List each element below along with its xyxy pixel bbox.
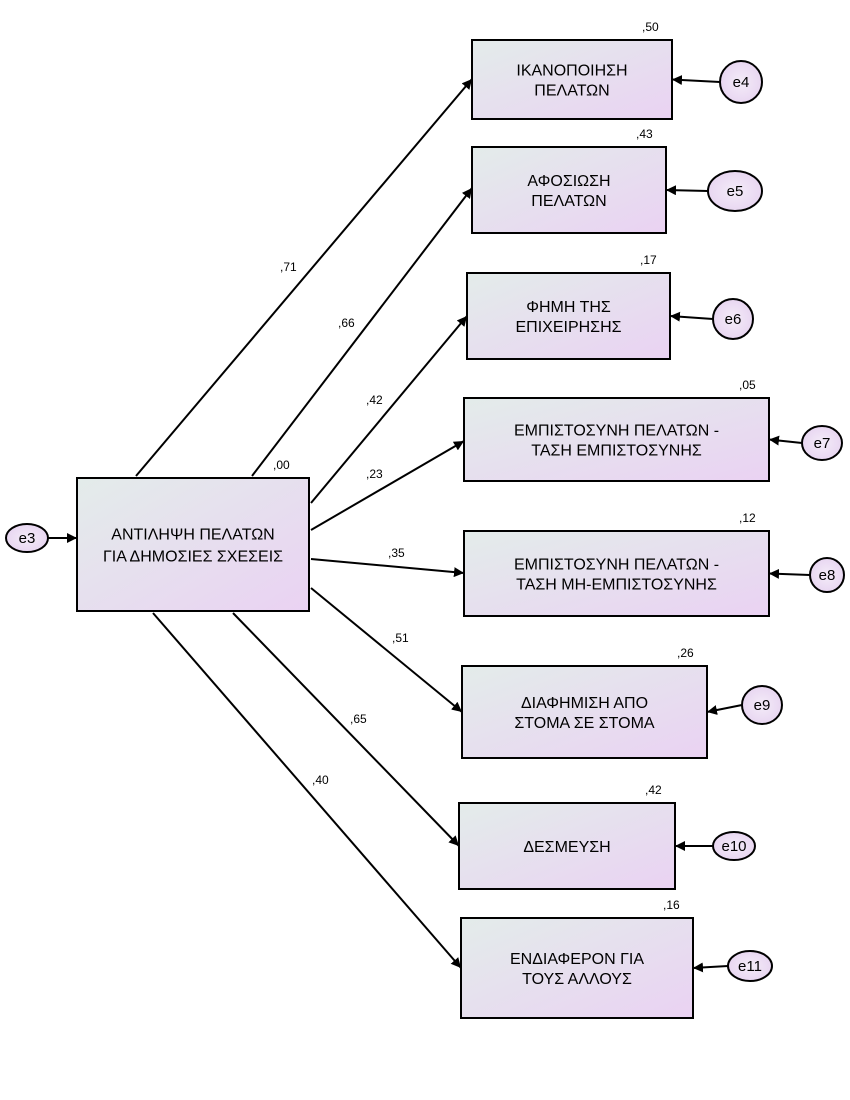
- outcome-r2: ,16: [663, 898, 680, 912]
- error-label: e8: [819, 567, 836, 584]
- source-r2: ,00: [273, 458, 290, 472]
- outcome-variable-box: ΦΗΜΗ ΤΗΣ ΕΠΙΧΕΙΡΗΣΗΣ: [466, 272, 671, 360]
- error-label: e9: [754, 697, 771, 714]
- outcome-variable-box: ΑΦΟΣΙΩΣΗ ΠΕΛΑΤΩΝ: [471, 146, 667, 234]
- path-coefficient: ,51: [392, 631, 409, 645]
- outcome-label-line: ΤΟΥΣ ΑΛΛΟΥΣ: [522, 971, 632, 988]
- error-ellipse: e7: [801, 425, 843, 461]
- outcome-label-line: ΦΗΜΗ ΤΗΣ: [526, 299, 611, 316]
- path-coefficient: ,66: [338, 316, 355, 330]
- outcome-r2: ,43: [636, 127, 653, 141]
- error-label: e11: [738, 958, 762, 975]
- error-ellipse: e10: [712, 831, 756, 861]
- outcome-r2: ,26: [677, 646, 694, 660]
- outcome-r2: ,17: [640, 253, 657, 267]
- path-coefficient: ,42: [366, 393, 383, 407]
- path-coefficient: ,71: [280, 260, 297, 274]
- outcome-label-line: ΙΚΑΝΟΠΟΙΗΣΗ: [516, 63, 627, 80]
- error-ellipse: e6: [712, 298, 754, 340]
- path-coefficient: ,35: [388, 546, 405, 560]
- outcome-variable-box: ΙΚΑΝΟΠΟΙΗΣΗ ΠΕΛΑΤΩΝ: [471, 39, 673, 120]
- outcome-label-line: ΔΙΑΦΗΜΙΣΗ ΑΠΟ: [521, 695, 648, 712]
- error-arrow: [768, 568, 811, 579]
- error-arrow: [669, 311, 714, 322]
- outcome-label-line: ΠΕΛΑΤΩΝ: [534, 83, 609, 100]
- source-error-label: e3: [19, 530, 36, 547]
- error-ellipse: e5: [707, 170, 763, 212]
- outcome-label-line: ΠΕΛΑΤΩΝ: [531, 193, 606, 210]
- outcome-label-line: ΑΦΟΣΙΩΣΗ: [527, 173, 610, 190]
- error-label: e4: [733, 74, 750, 91]
- path-arrow: [310, 440, 465, 531]
- path-coefficient: ,65: [350, 712, 367, 726]
- path-arrow: [310, 558, 465, 578]
- error-arrow: [665, 185, 709, 196]
- error-arrow: [671, 75, 721, 86]
- source-label-line: ΓΙΑ ΔΗΜΟΣΙΕΣ ΣΧΕΣΕΙΣ: [103, 549, 283, 566]
- error-label: e6: [725, 311, 742, 328]
- outcome-variable-box: ΔΙΑΦΗΜΙΣΗ ΑΠΟ ΣΤΟΜΑ ΣΕ ΣΤΟΜΑ: [461, 665, 708, 759]
- path-arrow: [232, 612, 460, 847]
- path-arrow: [251, 187, 473, 477]
- outcome-r2: ,12: [739, 511, 756, 525]
- outcome-label-line: ΕΠΙΧΕΙΡΗΣΗΣ: [515, 319, 621, 336]
- path-coefficient: ,40: [312, 773, 329, 787]
- error-arrow: [768, 435, 803, 446]
- outcome-variable-box: ΔΕΣΜΕΥΣΗ: [458, 802, 676, 890]
- outcome-r2: ,05: [739, 378, 756, 392]
- outcome-label-line: ΤΑΣΗ ΕΜΠΙΣΤΟΣΥΝΗΣ: [531, 443, 702, 460]
- source-label-line: ΑΝΤΙΛΗΨΗ ΠΕΛΑΤΩΝ: [111, 527, 274, 544]
- path-arrow: [152, 612, 462, 969]
- path-arrow: [310, 315, 468, 504]
- outcome-label-line: ΕΝΔΙΑΦΕΡΟΝ ΓΙΑ: [510, 951, 644, 968]
- error-ellipse: e11: [727, 950, 773, 982]
- error-ellipse: e4: [719, 60, 763, 104]
- outcome-label-line: ΕΜΠΙΣΤΟΣΥΝΗ ΠΕΛΑΤΩΝ -: [514, 423, 719, 440]
- source-error-ellipse: e3: [5, 523, 49, 553]
- outcome-label-line: ΤΑΣΗ ΜΗ-ΕΜΠΙΣΤΟΣΥΝΗΣ: [516, 577, 717, 594]
- error-ellipse: e9: [741, 685, 783, 725]
- source-variable-box: ΑΝΤΙΛΗΨΗ ΠΕΛΑΤΩΝ ΓΙΑ ΔΗΜΟΣΙΕΣ ΣΧΕΣΕΙΣ: [76, 477, 310, 612]
- outcome-variable-box: ΕΜΠΙΣΤΟΣΥΝΗ ΠΕΛΑΤΩΝ - ΤΑΣΗ ΕΜΠΙΣΤΟΣΥΝΗΣ: [463, 397, 770, 482]
- outcome-variable-box: ΕΝΔΙΑΦΕΡΟΝ ΓΙΑ ΤΟΥΣ ΑΛΛΟΥΣ: [460, 917, 694, 1019]
- path-coefficient: ,23: [366, 467, 383, 481]
- path-arrow: [135, 78, 473, 477]
- error-label: e7: [814, 435, 831, 452]
- outcome-variable-box: ΕΜΠΙΣΤΟΣΥΝΗ ΠΕΛΑΤΩΝ - ΤΑΣΗ ΜΗ-ΕΜΠΙΣΤΟΣΥΝΗ…: [463, 530, 770, 617]
- outcome-label-line: ΕΜΠΙΣΤΟΣΥΝΗ ΠΕΛΑΤΩΝ -: [514, 557, 719, 574]
- error-label: e5: [727, 183, 744, 200]
- outcome-r2: ,50: [642, 20, 659, 34]
- error-ellipse: e8: [809, 557, 845, 593]
- error-label: e10: [721, 838, 746, 855]
- error-arrow: [692, 962, 729, 973]
- error-arrow: [706, 704, 743, 715]
- outcome-r2: ,42: [645, 783, 662, 797]
- path-arrow: [310, 587, 463, 713]
- outcome-label-line: ΣΤΟΜΑ ΣΕ ΣΤΟΜΑ: [514, 715, 655, 732]
- outcome-label-line: ΔΕΣΜΕΥΣΗ: [523, 839, 610, 856]
